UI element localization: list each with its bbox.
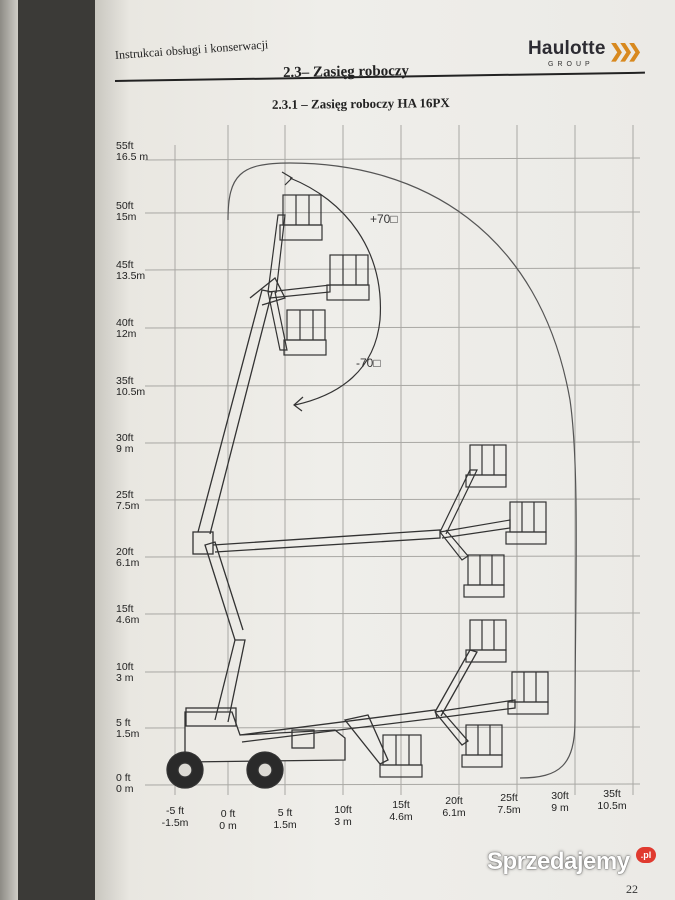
basket-upper-2 (326, 254, 370, 301)
basket-low-3 (461, 724, 503, 768)
low-boom (239, 649, 516, 765)
haulotte-logo: Haulotte (528, 38, 606, 59)
basket-upper-3 (283, 309, 327, 356)
grid (144, 125, 641, 795)
jib-rotation-arc (289, 177, 381, 406)
mid-jib (439, 469, 511, 561)
x-label-minus5ft: -5 ft-1.5m (161, 805, 189, 829)
basket-mid-2 (505, 501, 547, 545)
watermark: Sprzedajemy (487, 848, 630, 875)
basket-upper-1 (279, 194, 323, 241)
basket-mid-3 (463, 554, 505, 598)
basket-mid-1 (465, 444, 507, 488)
basket-low-2 (507, 671, 549, 715)
logo-chevrons-icon: ❯❯❯ (609, 41, 642, 61)
main-boom (192, 276, 441, 723)
basket-low-1 (465, 619, 507, 663)
basket-stowed (379, 734, 423, 778)
reach-envelope (227, 162, 577, 779)
book-spine (0, 0, 18, 900)
logo-group-text: GROUP (548, 61, 594, 68)
jib-angle-down-label: -70□ (356, 356, 381, 370)
arc-arrow-top (281, 171, 293, 186)
machine-chassis (166, 707, 346, 789)
upper-jib (267, 214, 331, 351)
watermark-badge: .pl (636, 847, 656, 863)
page-number: 22 (626, 882, 638, 896)
jib-angle-up-label: +70□ (370, 212, 398, 226)
arc-arrow-bottom (293, 396, 304, 412)
